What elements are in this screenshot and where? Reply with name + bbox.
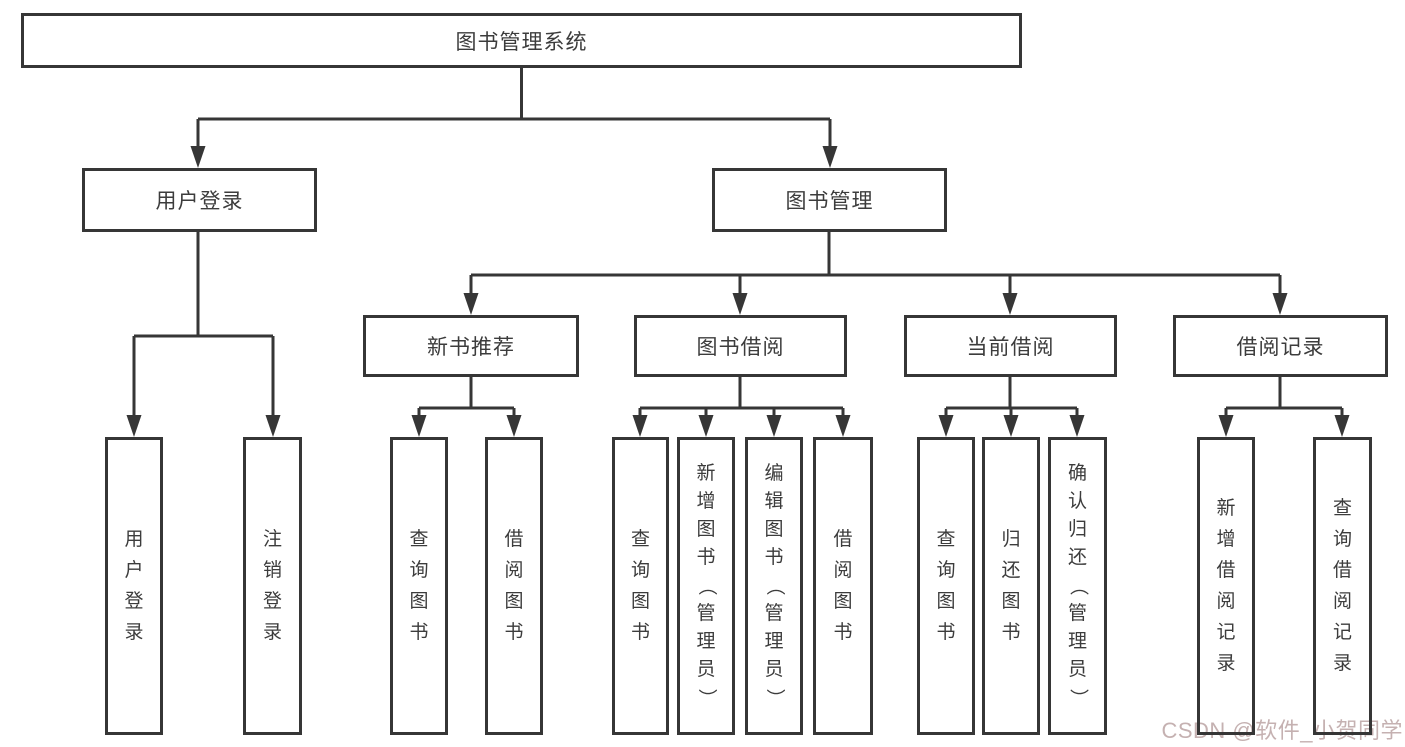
leaf-query-books-recommend: 查询图书 [390, 437, 448, 735]
node-borrowing-records: 借阅记录 [1173, 315, 1388, 377]
node-book-management: 图书管理 [712, 168, 947, 232]
leaf-query-books-current: 查询图书 [917, 437, 975, 735]
node-book-borrowing: 图书借阅 [634, 315, 847, 377]
leaf-borrow-books-borrowing: 借阅图书 [813, 437, 873, 735]
arrowheads [126, 146, 1350, 437]
leaf-query-books-borrowing: 查询图书 [612, 437, 669, 735]
leaf-user-login: 用户登录 [105, 437, 163, 735]
leaf-add-borrow-record: 新增借阅记录 [1197, 437, 1255, 735]
leaf-add-book-admin: 新增图书（管理员） [677, 437, 735, 735]
watermark: CSDN @软件_小贺同学 [1161, 718, 1403, 743]
node-library-management-system: 图书管理系统 [21, 13, 1022, 68]
leaf-borrow-books-recommend: 借阅图书 [485, 437, 543, 735]
node-current-borrowing: 当前借阅 [904, 315, 1117, 377]
leaf-query-borrow-record: 查询借阅记录 [1313, 437, 1372, 735]
leaf-return-book: 归还图书 [982, 437, 1040, 735]
node-new-book-recommendation: 新书推荐 [363, 315, 579, 377]
leaf-confirm-return-admin: 确认归还（管理员） [1048, 437, 1107, 735]
node-user-login: 用户登录 [82, 168, 317, 232]
leaf-edit-book-admin: 编辑图书（管理员） [745, 437, 803, 735]
leaf-logout: 注销登录 [243, 437, 302, 735]
